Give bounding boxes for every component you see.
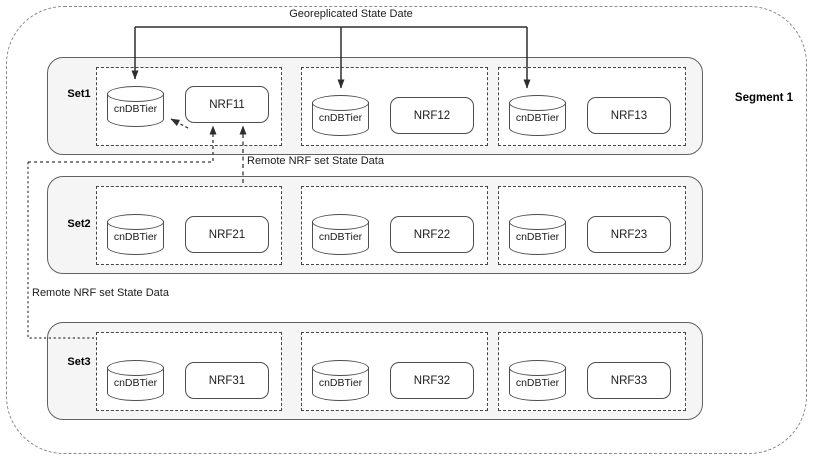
cndbtier-label: cnDBTier: [515, 377, 560, 389]
nrf33-node: NRF33: [587, 362, 671, 399]
cndbtier-label: cnDBTier: [515, 112, 560, 124]
database-icon: [312, 214, 369, 230]
database-icon: [509, 360, 566, 376]
remote-nrf-set3-flow-label: Remote NRF set State Data: [32, 287, 169, 299]
set3-group2: cnDBTier NRF32: [301, 332, 488, 411]
nrf12-node: NRF12: [390, 97, 474, 134]
cndbtier-database: cnDBTier: [509, 214, 567, 256]
database-icon: [107, 86, 164, 102]
set2-row: Set2 cnDBTier NRF21 cnDBTier NRF22 cnDBT…: [47, 176, 703, 274]
cndbtier-database: cnDBTier: [312, 95, 370, 137]
set1-label: Set1: [67, 88, 91, 100]
cndbtier-database: cnDBTier: [107, 360, 165, 402]
cndbtier-label: cnDBTier: [113, 377, 158, 389]
nrf21-node: NRF21: [185, 216, 269, 253]
nrf13-node: NRF13: [587, 97, 671, 134]
set2-label: Set2: [67, 218, 91, 230]
nrf32-node: NRF32: [390, 362, 474, 399]
cndbtier-database: cnDBTier: [107, 86, 165, 128]
set1-group3: cnDBTier NRF13: [498, 67, 686, 146]
set3-label: Set3: [67, 356, 91, 368]
cndbtier-database: cnDBTier: [509, 360, 567, 402]
cndbtier-database: cnDBTier: [312, 214, 370, 256]
set1-group1: cnDBTier NRF11: [96, 67, 282, 146]
cndbtier-label: cnDBTier: [515, 231, 560, 243]
set3-group3: cnDBTier NRF33: [498, 332, 686, 411]
nrf31-node: NRF31: [185, 362, 269, 399]
set1-group2: cnDBTier NRF12: [301, 67, 488, 146]
set2-group3: cnDBTier NRF23: [498, 186, 686, 265]
database-icon: [312, 95, 369, 111]
segment-boundary: [6, 6, 807, 454]
nrf23-node: NRF23: [587, 216, 671, 253]
cndbtier-label: cnDBTier: [318, 112, 363, 124]
remote-nrf-set2-flow-label: Remote NRF set State Data: [247, 155, 384, 167]
database-icon: [107, 360, 164, 376]
database-icon: [312, 360, 369, 376]
cndbtier-label: cnDBTier: [318, 377, 363, 389]
cndbtier-label: cnDBTier: [113, 103, 158, 115]
set2-group2: cnDBTier NRF22: [301, 186, 488, 265]
set2-group1: cnDBTier NRF21: [96, 186, 282, 265]
nrf11-node: NRF11: [185, 86, 269, 123]
database-icon: [509, 95, 566, 111]
segment-label: Segment 1: [734, 92, 794, 104]
set3-group1: cnDBTier NRF31: [96, 332, 282, 411]
cndbtier-database: cnDBTier: [509, 95, 567, 137]
database-icon: [509, 214, 566, 230]
set1-row: Set1 cnDBTier NRF11 cnDBTier NRF12 cnDBT…: [47, 57, 703, 155]
cndbtier-database: cnDBTier: [107, 214, 165, 256]
cndbtier-database: cnDBTier: [312, 360, 370, 402]
database-icon: [107, 214, 164, 230]
cndbtier-label: cnDBTier: [113, 231, 158, 243]
set3-row: Set3 cnDBTier NRF31 cnDBTier NRF32 cnDBT…: [47, 322, 703, 420]
cndbtier-label: cnDBTier: [318, 231, 363, 243]
nrf22-node: NRF22: [390, 216, 474, 253]
georeplicated-flow-label: Georeplicated State Date: [289, 8, 413, 20]
